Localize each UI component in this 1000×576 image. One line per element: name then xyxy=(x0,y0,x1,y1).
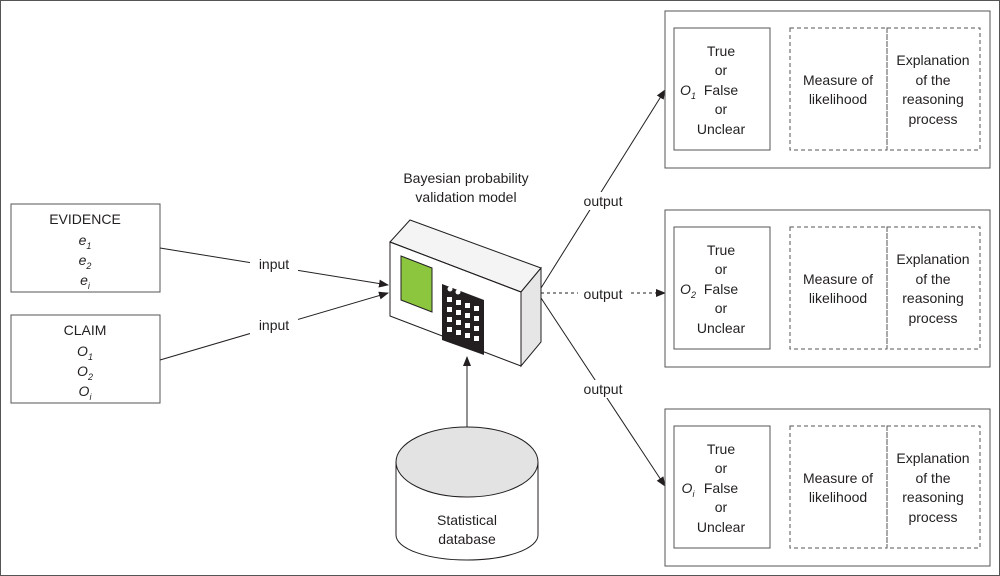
output-label: output xyxy=(584,193,623,209)
measure-line: Measure of xyxy=(803,470,873,486)
verdict-line: Unclear xyxy=(697,519,746,535)
verdict-line: False xyxy=(704,281,738,297)
verdict-line: True xyxy=(707,242,735,258)
explanation-line: Explanation xyxy=(896,251,969,267)
claim-item: Oi xyxy=(79,383,93,402)
output-panel: O2 True or False or Unclear Measure of l… xyxy=(664,209,991,368)
evidence-item: e1 xyxy=(79,232,92,251)
explanation-line: Explanation xyxy=(896,52,969,68)
input-label: input xyxy=(259,256,289,272)
measure-box xyxy=(789,226,888,350)
claim-item: O2 xyxy=(77,363,93,382)
verdict-line: False xyxy=(704,480,738,496)
explanation-line: process xyxy=(908,509,957,525)
model-title: Bayesian probability xyxy=(403,170,528,186)
explanation-line: reasoning xyxy=(902,290,964,306)
measure-line: Measure of xyxy=(803,72,873,88)
claim-title: CLAIM xyxy=(64,322,107,338)
claim-symbol: O2 xyxy=(680,281,696,300)
verdict-box xyxy=(673,226,771,350)
measure-line: likelihood xyxy=(809,91,867,107)
verdict-line: or xyxy=(715,62,728,78)
explanation-box xyxy=(886,425,981,549)
explanation-line: process xyxy=(908,310,957,326)
verdict-line: Unclear xyxy=(697,320,746,336)
calculator-device-icon xyxy=(389,219,542,368)
evidence-item: e2 xyxy=(79,252,92,271)
explanation-box xyxy=(886,27,981,151)
claim-symbol: O1 xyxy=(680,82,696,101)
verdict-line: True xyxy=(707,43,735,59)
measure-line: Measure of xyxy=(803,271,873,287)
evidence-item: ei xyxy=(80,272,91,291)
explanation-line: Explanation xyxy=(896,450,969,466)
explanation-line: of the xyxy=(915,72,950,88)
explanation-line: reasoning xyxy=(902,91,964,107)
output-label: output xyxy=(584,381,623,397)
output-panel: O1 True or False or Unclear Measure of l… xyxy=(664,10,991,169)
claim-item: O1 xyxy=(77,343,93,362)
device-keypad xyxy=(442,284,484,355)
measure-box xyxy=(789,425,888,549)
claim-box: CLAIM O1 O2 Oi xyxy=(10,314,161,404)
evidence-box: EVIDENCE e1 e2 ei xyxy=(10,203,161,293)
verdict-box xyxy=(673,27,771,151)
device-screen xyxy=(400,255,433,313)
verdict-box xyxy=(673,425,771,549)
explanation-line: process xyxy=(908,111,957,127)
model-title: validation model xyxy=(415,189,516,205)
explanation-box xyxy=(886,226,981,350)
verdict-line: or xyxy=(715,499,728,515)
measure-line: likelihood xyxy=(809,489,867,505)
database-label: database xyxy=(438,531,496,547)
claim-symbol: Oi xyxy=(682,480,696,499)
explanation-line: of the xyxy=(915,470,950,486)
output-label: output xyxy=(584,286,623,302)
explanation-line: reasoning xyxy=(902,489,964,505)
verdict-line: True xyxy=(707,441,735,457)
database-cylinder-icon xyxy=(395,426,539,561)
verdict-line: or xyxy=(715,460,728,476)
verdict-line: Unclear xyxy=(697,121,746,137)
verdict-line: False xyxy=(704,82,738,98)
output-arrow-top xyxy=(540,89,666,289)
explanation-line: of the xyxy=(915,271,950,287)
verdict-line: or xyxy=(715,300,728,316)
database-label: Statistical xyxy=(437,512,497,528)
output-panel: Oi True or False or Unclear Measure of l… xyxy=(664,408,991,567)
measure-box xyxy=(789,27,888,151)
input-label: input xyxy=(259,317,289,333)
verdict-line: or xyxy=(715,261,728,277)
measure-line: likelihood xyxy=(809,290,867,306)
evidence-title: EVIDENCE xyxy=(49,211,121,227)
verdict-line: or xyxy=(715,101,728,117)
